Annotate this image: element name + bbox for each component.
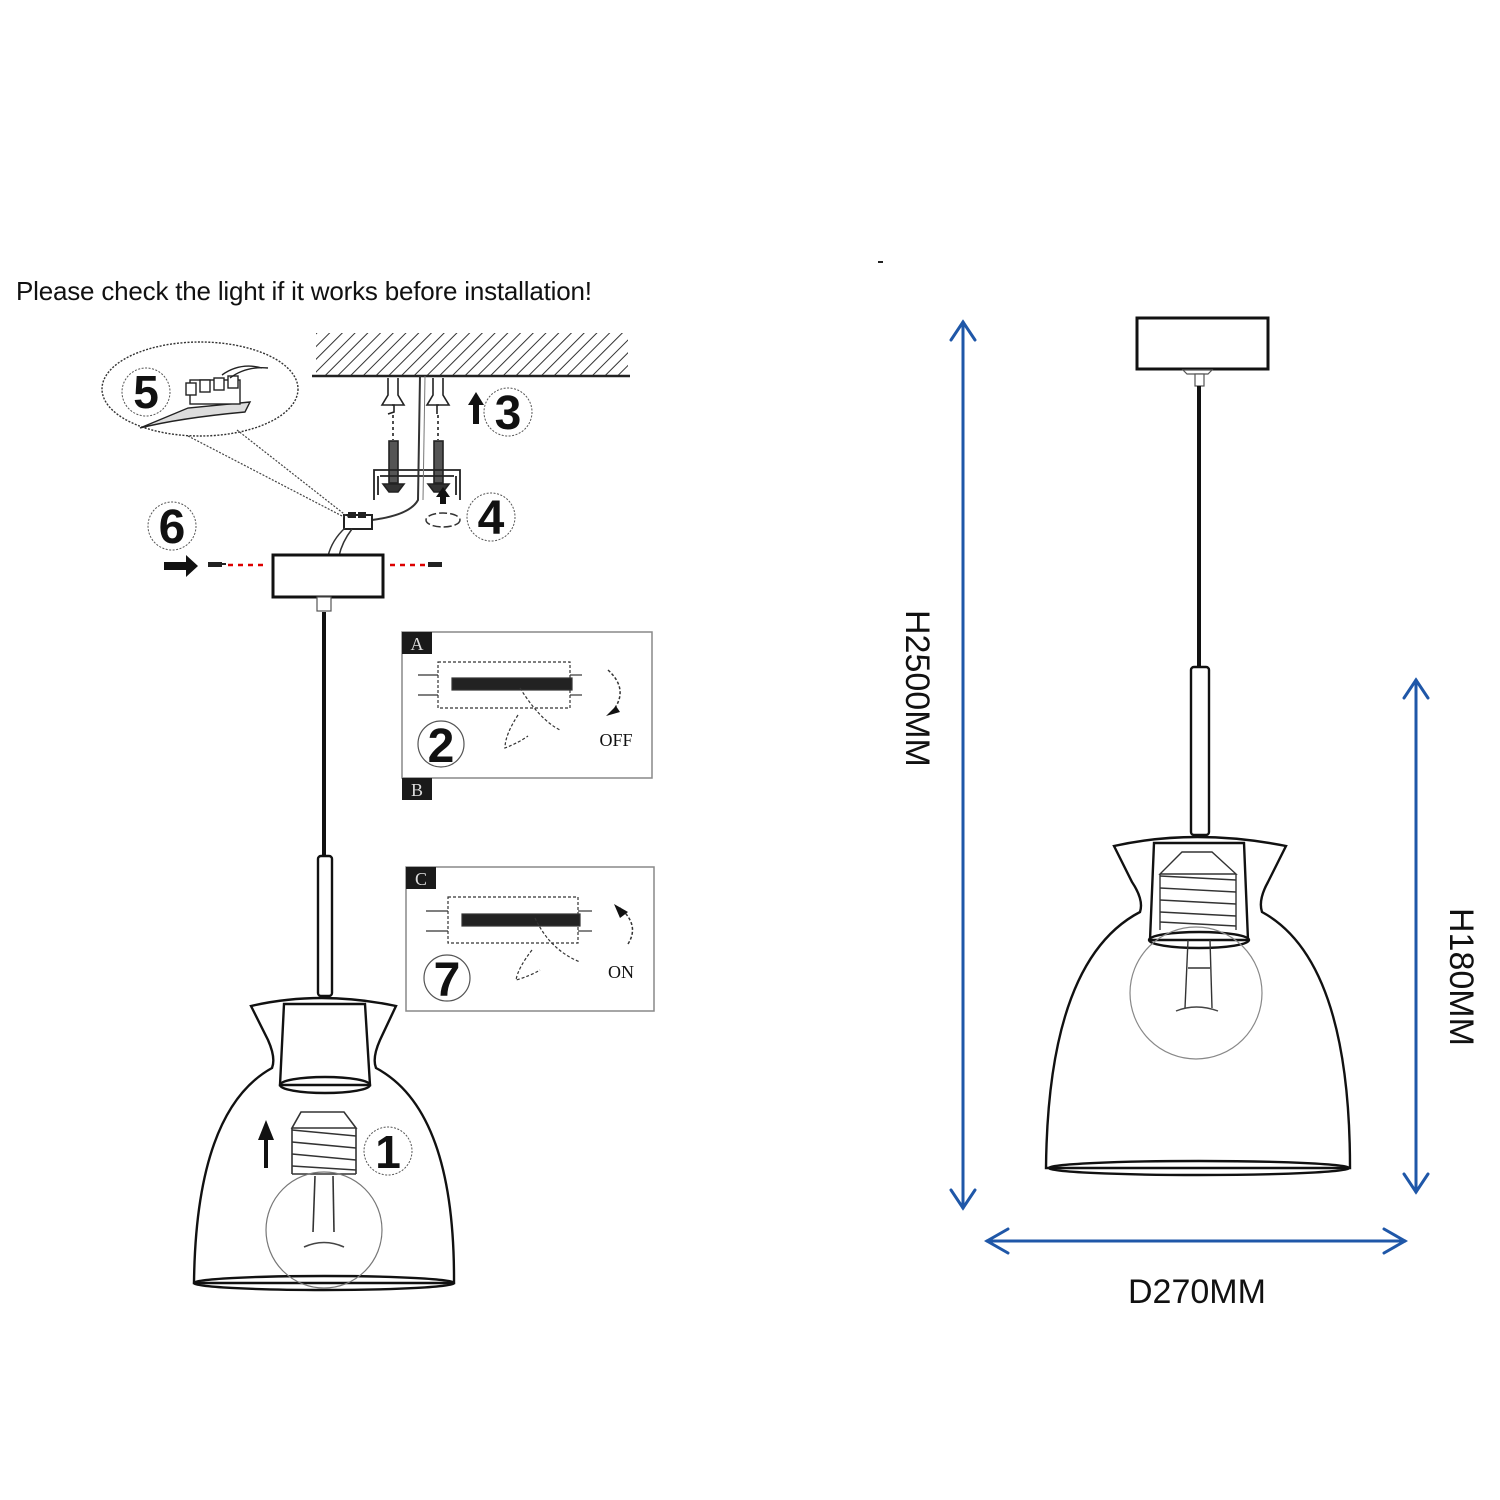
step-4-number: 4 <box>478 492 505 545</box>
ceiling-hatch <box>316 333 628 375</box>
step-2-number: 2 <box>428 720 455 773</box>
pendant-lamp-right <box>1044 316 1352 1177</box>
lamp-holder <box>278 1002 372 1087</box>
holder-rim <box>1147 930 1251 950</box>
supply-wire <box>371 375 421 521</box>
breaker-row <box>426 896 592 944</box>
shade-rim <box>1047 1159 1351 1177</box>
step-5-number: 5 <box>133 366 159 418</box>
total-height-label: H2500MM <box>898 610 936 767</box>
breaker-row <box>418 661 582 709</box>
diameter-label: D270MM <box>1128 1273 1266 1311</box>
panel-tag-c: C <box>415 869 427 889</box>
panel-tag-a: A <box>411 634 424 654</box>
canopy-assembly <box>164 553 442 612</box>
wall-plug-left <box>380 378 406 493</box>
arrow-up-icon <box>436 487 450 504</box>
holder-rim <box>278 1075 372 1095</box>
canopy <box>1135 316 1270 371</box>
shade-height-label: H180MM <box>1442 908 1480 1046</box>
step-6-number: 6 <box>159 501 186 554</box>
glass-shade <box>192 996 456 1285</box>
rotate-icon <box>425 512 461 528</box>
breaker-panel-on: C 7 ON <box>405 866 655 1012</box>
arrow-up-icon <box>258 1120 274 1168</box>
dimension-arrows <box>949 319 1430 1255</box>
light-bulb-right <box>1129 851 1263 1060</box>
switch-on-label: ON <box>608 962 634 982</box>
canopy <box>271 553 385 599</box>
pre-install-notice: Please check the light if it works befor… <box>16 276 592 306</box>
step-1-number: 1 <box>375 1126 401 1178</box>
lamp-stem <box>1189 665 1211 837</box>
terminal-block <box>343 512 373 530</box>
panel-tag-b: B <box>411 780 423 800</box>
hand-icon <box>534 917 581 963</box>
glass-shade <box>1044 835 1352 1170</box>
ceiling-assembly <box>312 333 630 557</box>
switch-off-label: OFF <box>599 730 632 750</box>
breaker-panel-off: A B 2 OFF <box>401 631 653 800</box>
terminal-block-enlarged <box>139 365 269 429</box>
diameter-arrow <box>983 1227 1409 1255</box>
arrow-up-icon <box>468 392 484 424</box>
lamp-stem <box>316 854 334 998</box>
step-7-number: 7 <box>434 954 461 1007</box>
step-3-number: 3 <box>495 387 522 440</box>
shade-rim <box>192 1274 456 1292</box>
terminal-detail-callout: 5 <box>101 341 349 518</box>
screw-right <box>428 562 442 567</box>
hand-icon <box>519 687 561 731</box>
height-total-arrow <box>949 319 977 1211</box>
screw-left <box>208 562 226 567</box>
light-bulb-left <box>265 1111 383 1289</box>
arrow-right-icon <box>164 555 198 577</box>
height-shade-arrow <box>1402 677 1430 1195</box>
wall-plug-right <box>425 378 451 493</box>
pendant-lamp-left <box>192 854 456 1292</box>
mounting-bracket <box>373 469 461 500</box>
